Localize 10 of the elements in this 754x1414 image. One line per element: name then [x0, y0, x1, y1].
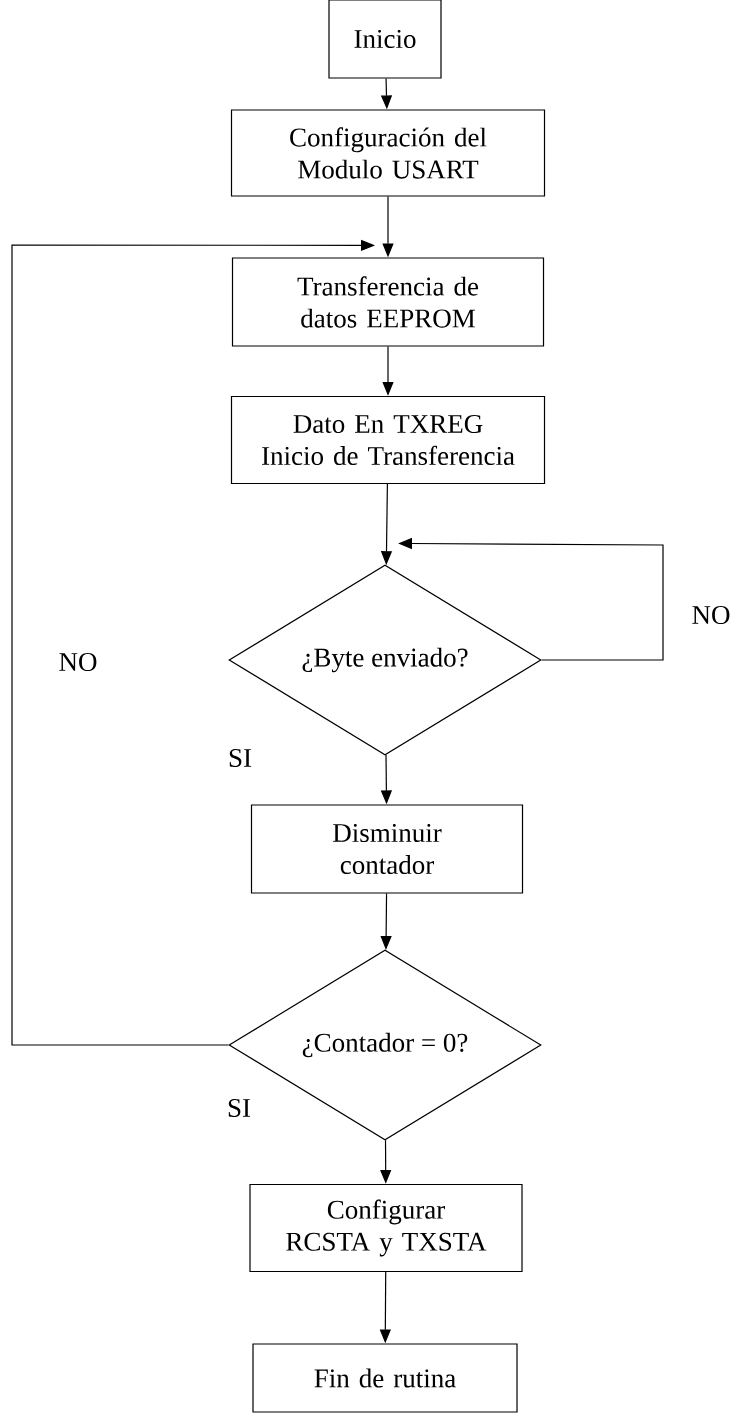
process-box: Dato En TXREG Inicio de Transferencia — [230, 395, 546, 485]
process-box: Configuración del Modulo USART — [230, 109, 546, 197]
process-box: Transferencia de datos EEPROM — [231, 257, 545, 347]
process-box: Fin de rutina — [252, 1343, 518, 1413]
edge-label: NO — [57, 651, 99, 673]
branch-label: SI — [228, 1098, 251, 1118]
edge-label: NO — [690, 604, 732, 626]
process-box: Inicio — [328, 0, 442, 79]
process-box: Configurar RCSTA y TXSTA — [249, 1183, 523, 1273]
process-box: Disminuir contador — [250, 804, 524, 894]
